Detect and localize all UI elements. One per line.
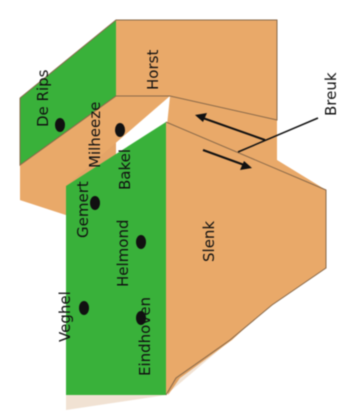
city-label-bakel: Bakel [116, 149, 134, 190]
slenk-main-face [166, 122, 326, 395]
fault-arrows [195, 113, 319, 170]
label-slenk: Slenk [200, 221, 218, 262]
city-marker-helmond [136, 235, 146, 249]
city-marker-eindhoven [136, 311, 146, 325]
city-label-eindhoven: Eindhoven [136, 297, 154, 376]
city-marker-milheeze [115, 123, 125, 137]
horst-top-face [116, 20, 277, 120]
label-breuk: Breuk [322, 72, 340, 116]
bottom-edge [66, 305, 272, 410]
outline-lower [165, 121, 327, 396]
city-marker-de-rips [55, 118, 65, 132]
city-label-helmond: Helmond [114, 220, 132, 288]
city-label-gemert: Gemert [74, 181, 92, 238]
outline [19, 19, 278, 166]
city-label-veghel: Veghel [56, 291, 74, 342]
middle-ledge [20, 96, 170, 215]
city-label-milheeze: Milheeze [86, 102, 104, 168]
city-marker-veghel [79, 301, 89, 315]
city-marker-gemert [90, 196, 100, 210]
city-label-de-rips: De Rips [34, 69, 52, 127]
upper-green-strip [20, 20, 116, 165]
label-horst: Horst [144, 50, 162, 90]
lower-green-lowland [66, 122, 166, 395]
